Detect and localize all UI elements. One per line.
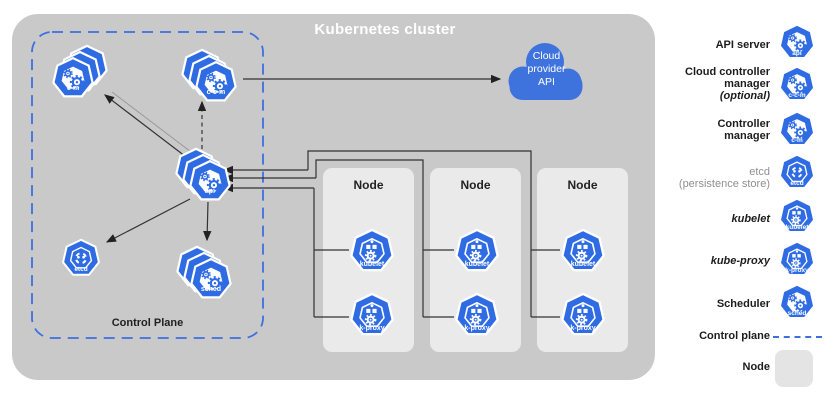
cloud-controller-manager-legend-icon: c-c-m — [778, 65, 816, 104]
node-swatch — [775, 350, 813, 387]
legend-text: manager — [724, 78, 770, 90]
legend-text: Control plane — [699, 330, 770, 342]
legend-label-scheduler: Scheduler — [717, 298, 770, 310]
legend-text: kube-proxy — [710, 255, 770, 267]
kubelet-icon: kubelet — [560, 228, 606, 275]
etcd-icon: etcd — [61, 238, 101, 279]
kubelet-legend-icon: kubelet — [778, 197, 816, 236]
node-label: Node — [567, 178, 598, 192]
scheduler-icon: sched — [175, 245, 233, 302]
legend-text: Controller — [717, 118, 770, 130]
kube-proxy-legend-icon: k-proxy — [778, 240, 816, 279]
legend-label-api-server: API server — [716, 39, 770, 51]
cloud-label-line: provider — [527, 63, 566, 75]
cluster-title: Kubernetes cluster — [314, 21, 456, 38]
cloud-label: Cloud provider API — [507, 50, 586, 89]
control-plane-dash-sample — [773, 336, 822, 338]
legend-text: kubelet — [731, 213, 770, 225]
legend-label-kube-proxy: kube-proxy — [711, 255, 770, 267]
controller-manager-legend-icon: c-m — [778, 110, 816, 149]
legend-text-optional: (optional) — [719, 90, 770, 102]
legend-label-kubelet: kubelet — [731, 213, 770, 225]
legend-label-controller-manager: Controller manager — [717, 118, 770, 142]
cloud-label-line: API — [538, 76, 555, 88]
node-label: Node — [460, 178, 491, 192]
legend: API server api Cloud controller manager … — [660, 0, 838, 404]
api-server-legend-icon: api — [778, 23, 816, 62]
node-label: Node — [353, 178, 384, 192]
kubelet-icon: kubelet — [454, 228, 500, 275]
kube-proxy-icon: k-proxy — [349, 292, 395, 339]
kube-proxy-icon: k-proxy — [454, 292, 500, 339]
cloud-icon — [508, 43, 583, 100]
legend-label-control-plane: Control plane — [699, 330, 770, 342]
scheduler-legend-icon: sched — [778, 283, 816, 322]
cloud-controller-manager-icon: c-c-m — [180, 48, 238, 105]
legend-label-node: Node — [743, 361, 771, 373]
api-server-icon: api — [174, 147, 232, 204]
kube-proxy-icon: k-proxy — [560, 292, 606, 339]
cloud-label-line: Cloud — [532, 50, 561, 62]
legend-text: manager — [724, 130, 770, 142]
legend-text: Scheduler — [716, 298, 770, 310]
kubelet-icon: kubelet — [349, 228, 395, 275]
legend-text: etcd — [749, 166, 770, 178]
legend-label-etcd: etcd (persistence store) — [679, 166, 770, 190]
controller-manager-icon: c-m — [51, 44, 109, 101]
control-plane-label: Control Plane — [111, 317, 184, 329]
etcd-legend-icon: etcd — [778, 153, 816, 192]
legend-text: (persistence store) — [678, 178, 770, 190]
legend-text: Node — [742, 361, 771, 373]
legend-text: API server — [715, 39, 770, 51]
cloud-provider-api: Cloud provider API — [507, 41, 586, 104]
legend-text: Cloud controller — [685, 66, 770, 78]
legend-label-cloud-controller-manager: Cloud controller manager (optional) — [685, 66, 770, 102]
